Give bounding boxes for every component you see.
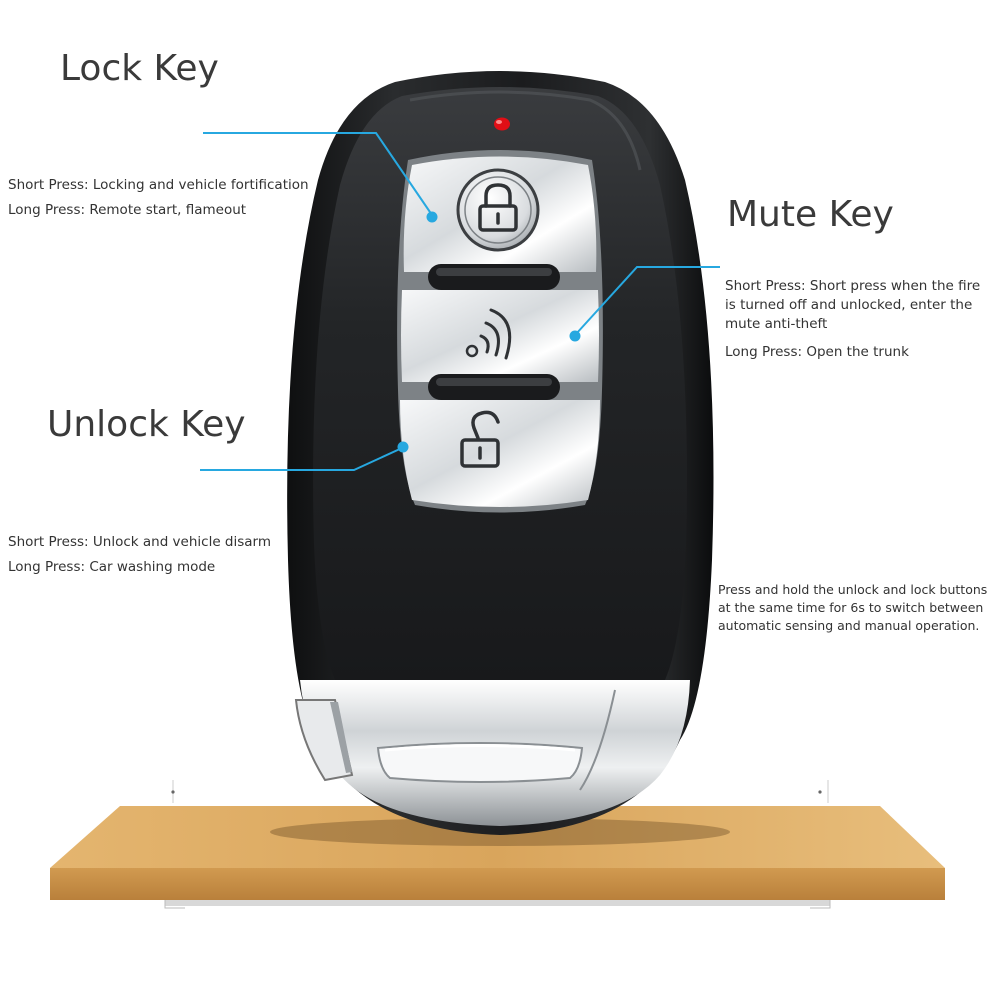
lock-key-title: Lock Key bbox=[60, 48, 219, 89]
mute-key-callout bbox=[575, 266, 720, 335]
mute-key-title: Mute Key bbox=[727, 194, 894, 235]
unlock-key-callout bbox=[200, 447, 403, 471]
lock-key-description: Short Press: Locking and vehicle fortifi… bbox=[8, 173, 309, 223]
mute-button[interactable] bbox=[401, 290, 599, 382]
unlock-button[interactable] bbox=[400, 400, 600, 507]
lock-key-callout bbox=[203, 132, 433, 216]
mute-key-pointer bbox=[569, 330, 581, 342]
emergency-key-blade[interactable] bbox=[294, 680, 690, 826]
lock-button[interactable] bbox=[403, 156, 597, 273]
padlock-open-icon bbox=[460, 410, 500, 468]
unlock-key-pointer bbox=[397, 441, 409, 453]
status-led bbox=[494, 117, 510, 131]
unlock-key-long-press: Long Press: Car washing mode bbox=[8, 559, 216, 575]
mode-switch-note: Press and hold the unlock and lock butto… bbox=[718, 582, 988, 633]
signal-waves-icon bbox=[465, 308, 512, 360]
mute-key-short-press: Short Press: Short press when the fire i… bbox=[725, 278, 981, 332]
unlock-key-short-press: Short Press: Unlock and vehicle disarm bbox=[8, 534, 272, 550]
unlock-key-title: Unlock Key bbox=[47, 404, 246, 445]
key-fob bbox=[287, 71, 714, 835]
mute-key-long-press: Long Press: Open the trunk bbox=[725, 344, 909, 360]
lock-key-long-press: Long Press: Remote start, flameout bbox=[8, 202, 247, 218]
padlock-closed-icon bbox=[478, 183, 518, 232]
wooden-shelf bbox=[50, 780, 945, 909]
lock-key-short-press: Short Press: Locking and vehicle fortifi… bbox=[8, 177, 309, 193]
lock-key-pointer bbox=[426, 211, 438, 223]
unlock-key-description: Short Press: Unlock and vehicle disarm L… bbox=[8, 530, 271, 580]
